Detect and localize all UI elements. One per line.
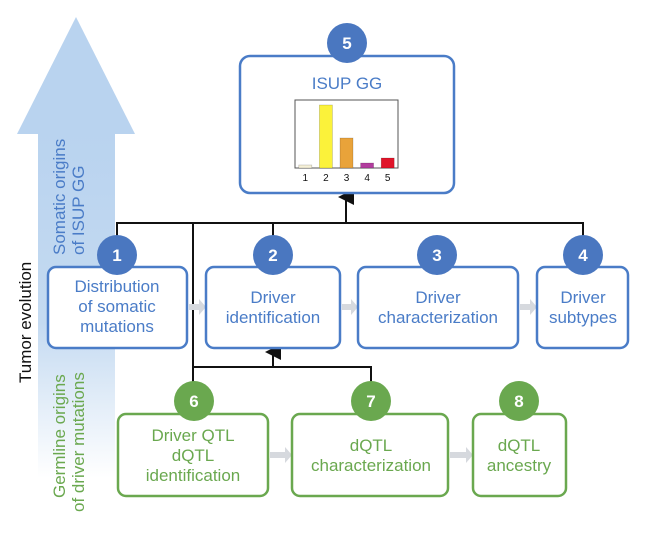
node-4[interactable]: 4 Driver subtypes	[535, 235, 630, 350]
node-1-badge	[97, 235, 137, 275]
node-1-line2: of somatic	[78, 297, 156, 316]
germline-origins-label-line2: of driver mutations	[69, 372, 88, 512]
node-6-badge	[174, 381, 214, 421]
node-3[interactable]: 3 Driver characterization	[356, 235, 520, 350]
node-2-badge	[253, 235, 293, 275]
node-7-line1: dQTL	[350, 436, 393, 455]
connectors	[116, 189, 584, 382]
node-2-line2: identification	[226, 308, 321, 327]
node-7-box	[290, 412, 450, 498]
node-8-box	[471, 412, 568, 498]
connector-top-bus	[116, 222, 584, 236]
node-8[interactable]: 8 dQTL ancestry	[471, 381, 568, 498]
chart-bar-2	[319, 104, 333, 169]
tumor-evolution-label: Tumor evolution	[16, 262, 35, 383]
isup-gg-bar-chart: 1 2 3 4 5	[294, 99, 399, 184]
node-4-number: 4	[578, 246, 588, 265]
node-8-badge	[499, 381, 539, 421]
node-7-number: 7	[366, 392, 375, 411]
node-5-title: ISUP GG	[312, 74, 383, 93]
node-2-number: 2	[268, 246, 277, 265]
node-7-line2: characterization	[311, 456, 431, 475]
flow-arrow-6-7	[270, 447, 292, 463]
node-3-number: 3	[432, 246, 441, 265]
node-4-line2: subtypes	[549, 308, 617, 327]
node-4-line1: Driver	[560, 288, 606, 307]
flow-arrow-3-4	[520, 299, 537, 315]
node-1-number: 1	[112, 246, 121, 265]
node-3-line2: characterization	[378, 308, 498, 327]
node-7[interactable]: 7 dQTL characterization	[290, 381, 450, 498]
node-6-number: 6	[189, 392, 198, 411]
chart-bar-1	[298, 164, 313, 169]
node-8-line2: ancestry	[487, 456, 552, 475]
somatic-origins-label-line2: of ISUP GG	[69, 166, 88, 255]
connector-bottom-bus	[193, 366, 372, 382]
flow-arrow-2-3	[342, 299, 358, 315]
germline-origins-label-line1: Germline origins	[50, 374, 69, 498]
node-5-number: 5	[342, 34, 351, 53]
node-6-line2: dQTL	[172, 446, 215, 465]
flow-arrow-1-2	[189, 299, 206, 315]
chart-tick-label-5: 5	[385, 173, 391, 184]
chart-tick-label-4: 4	[364, 173, 370, 184]
chart-bar-3	[339, 137, 354, 169]
node-1[interactable]: 1 Distribution of somatic mutations	[46, 235, 189, 350]
chart-tick-label-1: 1	[303, 173, 309, 184]
flow-arrows	[189, 299, 537, 463]
node-1-line1: Distribution	[74, 277, 159, 296]
node-4-badge	[563, 235, 603, 275]
node-6-line1: Driver QTL	[151, 426, 234, 445]
node-3-badge	[417, 235, 457, 275]
node-8-line1: dQTL	[498, 436, 541, 455]
chart-bar-5	[380, 157, 395, 169]
chart-bar-4	[360, 162, 374, 169]
node-6-line3: identification	[146, 466, 241, 485]
node-1-line3: mutations	[80, 317, 154, 336]
node-2-line1: Driver	[250, 288, 296, 307]
flow-arrow-7-8	[450, 447, 473, 463]
node-7-badge	[351, 381, 391, 421]
chart-tick-label-2: 2	[323, 173, 329, 184]
chart-tick-label-3: 3	[344, 173, 350, 184]
node-3-line1: Driver	[415, 288, 461, 307]
node-6[interactable]: 6 Driver QTL dQTL identification	[116, 381, 270, 498]
evolution-arrowhead	[17, 17, 135, 134]
node-5[interactable]: 5 ISUP GG 1 2 3 4 5	[238, 23, 456, 195]
somatic-origins-label-line1: Somatic origins	[50, 139, 69, 255]
node-8-number: 8	[514, 392, 523, 411]
node-5-badge	[327, 23, 367, 63]
node-2[interactable]: 2 Driver identification	[204, 235, 342, 350]
